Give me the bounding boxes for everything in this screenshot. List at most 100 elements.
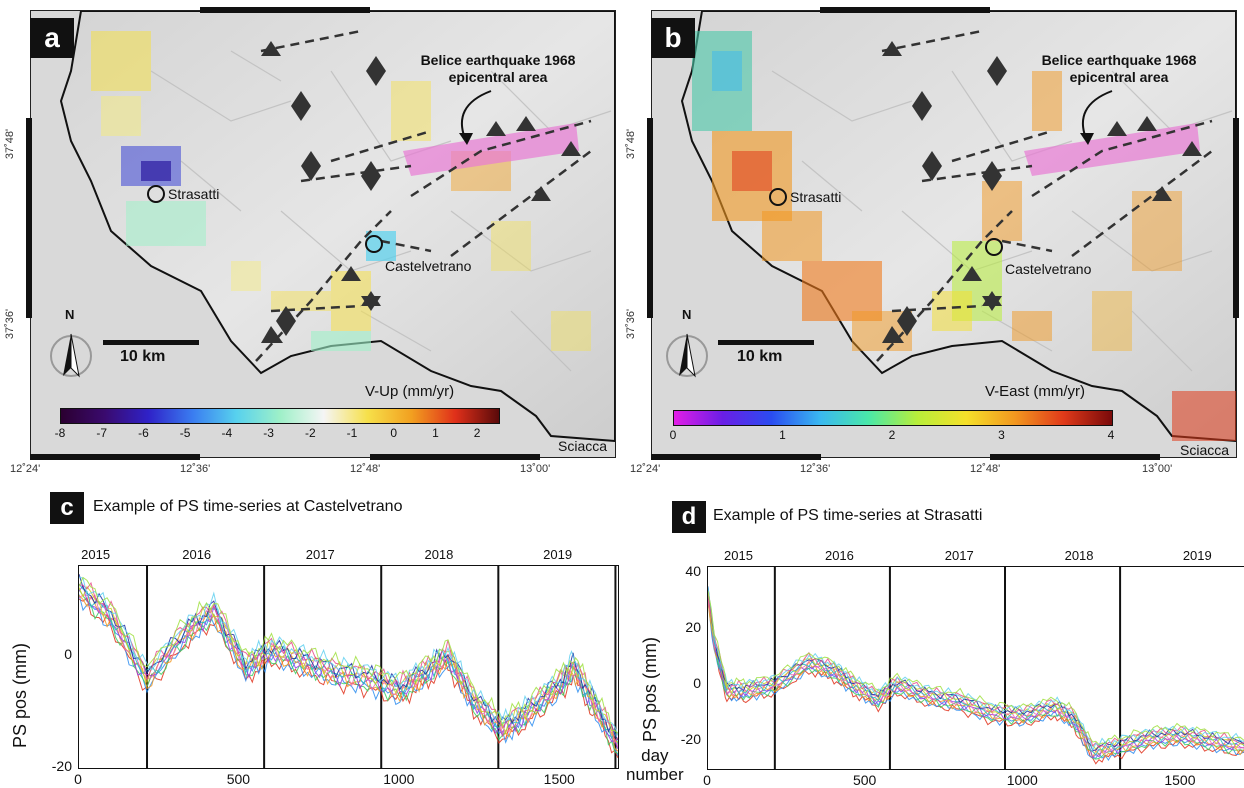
colorbar-tick-b-4: 4 xyxy=(1107,428,1115,442)
north-arrow-b xyxy=(666,333,708,378)
ts-series-line xyxy=(708,586,1244,751)
ts-canvas-d xyxy=(708,567,1244,769)
strasatti-label-b: Strasatti xyxy=(790,189,842,205)
left-ruler-b xyxy=(647,118,653,318)
colorbar-tick-a-5: -3 xyxy=(263,426,274,440)
ts-series-line xyxy=(708,590,1244,746)
ts-canvas-c xyxy=(79,566,618,768)
year-label: 2019 xyxy=(1182,548,1212,563)
colorbar-tick-a-8: 0 xyxy=(390,426,398,440)
panel-letter-d: d xyxy=(672,501,706,533)
ts-series-line xyxy=(708,586,1244,752)
panel-letter-b: b xyxy=(651,18,695,58)
ts-series-line xyxy=(79,594,618,756)
lon-label-a-4: 13˚00' xyxy=(520,463,551,475)
year-label: 2018 xyxy=(1064,548,1094,563)
colorbar-title-a: V-Up (mm/yr) xyxy=(365,383,455,400)
x-tick-label: 0 xyxy=(74,771,82,787)
year-label: 2015 xyxy=(81,547,111,562)
lon-label-b-4: 13˚00' xyxy=(1142,463,1173,475)
callout-text-b: Belice earthquake 1968 epicentral area xyxy=(1029,52,1209,86)
year-label: 2017 xyxy=(305,547,335,562)
year-label: 2019 xyxy=(543,547,573,562)
y-tick-label: 0 xyxy=(64,645,72,662)
colorbar-tick-b-3: 3 xyxy=(998,428,1005,442)
ts-series-line xyxy=(79,576,618,736)
colorbar-tick-a-4: -4 xyxy=(221,426,233,440)
colorbar-tick-a-7: -1 xyxy=(346,426,358,440)
year-label: 2018 xyxy=(424,547,454,562)
north-label-b: N xyxy=(682,307,692,322)
map-a-canvas xyxy=(31,11,615,457)
ts-series-line xyxy=(79,594,618,747)
scale-label-b: 10 km xyxy=(737,348,783,365)
ts-series-line xyxy=(79,597,618,759)
panel-letter-a: a xyxy=(30,18,74,58)
ts-xlabel-c-line2: number xyxy=(626,765,684,784)
x-tick-label: 1000 xyxy=(383,771,415,787)
year-label: 2016 xyxy=(824,548,854,563)
ts-plot-c xyxy=(78,565,619,769)
map-panel-a xyxy=(30,10,616,458)
castelvetrano-marker-b xyxy=(985,238,1003,256)
colorbar-tick-a-6: -2 xyxy=(304,426,316,440)
sciacca-label-a: Sciacca xyxy=(558,438,608,454)
x-tick-label: 0 xyxy=(703,772,711,788)
x-tick-label: 1500 xyxy=(543,771,575,787)
ts-ylabel-d: PS pos (mm) xyxy=(640,636,660,742)
fault-triangles-a xyxy=(261,41,581,343)
bottom-ruler-a2 xyxy=(370,454,540,460)
lat-label-b-2: 37˚36' xyxy=(625,308,638,340)
callout-line2-b: epicentral area xyxy=(1069,69,1169,85)
y-tick-label: 40 xyxy=(685,562,701,579)
ts-ylabel-c: PS pos (mm) xyxy=(10,642,30,748)
castelvetrano-marker-a xyxy=(365,235,383,253)
colorbar-tick-a-10: 2 xyxy=(473,426,481,440)
callout-line1-a: Belice earthquake 1968 xyxy=(420,52,576,68)
bottom-ruler-b xyxy=(651,454,821,460)
ps-points-b xyxy=(692,31,1236,441)
right-ruler-b xyxy=(1233,118,1239,318)
fault-triangles-b xyxy=(882,41,1202,343)
strasatti-label-a: Strasatti xyxy=(168,186,220,202)
lat-label-a-1: 37˚48' xyxy=(4,128,17,160)
strasatti-marker-b xyxy=(769,188,787,206)
callout-arrowhead-a xyxy=(459,133,473,145)
x-tick-label: 500 xyxy=(226,771,251,787)
map-panel-b xyxy=(651,10,1237,458)
land-area xyxy=(59,11,615,443)
colorbar-tick-b-2: 2 xyxy=(888,428,896,442)
sciacca-label-b: Sciacca xyxy=(1180,442,1230,458)
colorbar-a xyxy=(60,408,500,424)
colorbar-tick-a-1: -7 xyxy=(96,426,108,440)
colorbar-tick-a-0: -8 xyxy=(54,426,66,440)
x-tick-label: 1500 xyxy=(1164,772,1196,788)
strasatti-marker-a xyxy=(147,185,165,203)
north-label-a: N xyxy=(65,307,75,322)
castelvetrano-label-b: Castelvetrano xyxy=(1005,261,1092,277)
lon-label-a-3: 12˚48' xyxy=(350,463,381,475)
top-ruler-b xyxy=(820,7,990,13)
bottom-ruler-a xyxy=(30,454,200,460)
y-tick-label: 20 xyxy=(685,618,701,635)
lon-label-b-2: 12˚36' xyxy=(800,463,831,475)
ts-title-d: Example of PS time-series at Strasatti xyxy=(713,507,983,524)
ts-series-line xyxy=(79,576,618,734)
colorbar-tick-a-9: 1 xyxy=(432,426,439,440)
ts-plot-d xyxy=(707,566,1244,770)
map-b-canvas xyxy=(652,11,1236,457)
ts-title-c: Example of PS time-series at Castelvetra… xyxy=(93,498,403,515)
land-area-b xyxy=(680,11,1236,443)
year-label: 2015 xyxy=(724,548,753,563)
y-tick-label: -20 xyxy=(680,730,701,747)
year-label: 2017 xyxy=(944,548,974,563)
x-tick-label: 1000 xyxy=(1006,772,1038,788)
lat-label-a-2: 37˚36' xyxy=(4,308,17,340)
colorbar-tick-b-1: 1 xyxy=(779,428,786,442)
top-ruler-a xyxy=(200,7,370,13)
lon-label-a-2: 12˚36' xyxy=(180,463,211,475)
ts-series-line xyxy=(708,599,1244,759)
lat-label-b-1: 37˚48' xyxy=(625,128,638,160)
ts-xlabel-c-line1: day xyxy=(641,746,669,765)
colorbar-tick-b-0: 0 xyxy=(669,428,677,442)
